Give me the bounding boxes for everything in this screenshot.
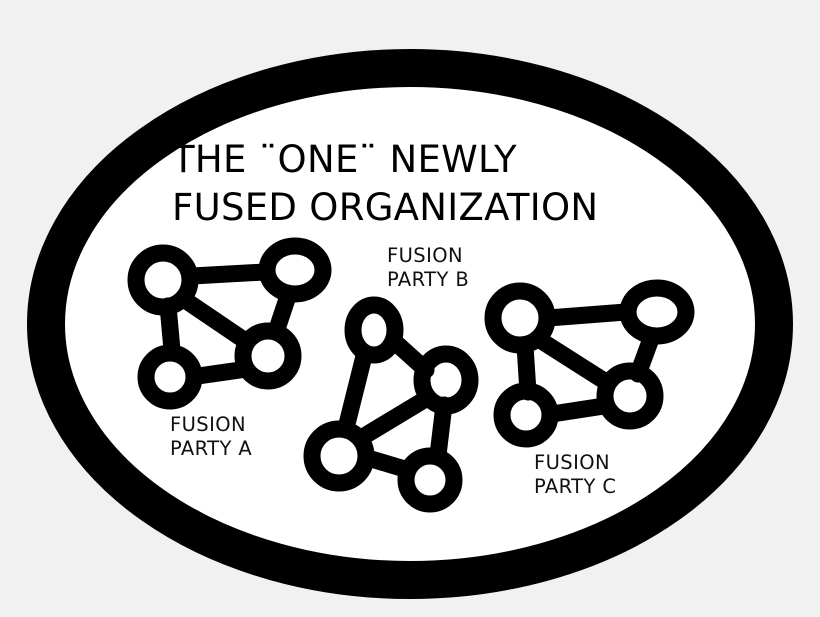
party-b-edge: [337, 347, 373, 437]
party-a-edge: [176, 291, 253, 349]
party-b-label: FUSION PARTY B: [387, 244, 469, 292]
party-c-node: [484, 282, 556, 354]
title-line-1: THE ¨ONE¨ NEWLY: [172, 138, 517, 181]
party-c-label-line-2: PARTY C: [534, 475, 617, 498]
party-c-label: FUSION PARTY C: [534, 451, 616, 499]
party-c-label-line-1: FUSION: [534, 451, 610, 474]
party-a-edge: [183, 263, 274, 285]
organization-oval: [27, 49, 793, 599]
party-b-network: [303, 296, 479, 513]
party-a-node: [258, 237, 332, 303]
party-a-network: [127, 237, 332, 410]
party-c-node: [619, 279, 695, 345]
party-b-node: [344, 296, 404, 364]
party-c-edge: [539, 303, 635, 327]
party-c-edge: [543, 397, 613, 423]
party-c-node: [596, 362, 664, 430]
party-a-label: FUSION PARTY A: [170, 413, 252, 461]
title-line-2: FUSED ORGANIZATION: [172, 186, 599, 229]
party-a-node: [234, 322, 302, 390]
party-a-node: [137, 344, 203, 410]
party-b-label-line-1: FUSION: [387, 244, 463, 267]
party-a-edge: [189, 361, 249, 385]
party-b-node: [303, 420, 375, 492]
party-b-label-line-2: PARTY B: [387, 268, 470, 291]
party-b-edge: [357, 391, 433, 444]
party-a-label-line-2: PARTY A: [170, 437, 253, 460]
party-a-node: [127, 244, 199, 316]
party-c-edge: [531, 331, 615, 391]
party-a-label-line-1: FUSION: [170, 413, 246, 436]
party-c-node: [493, 382, 559, 448]
party-c-network: [484, 279, 695, 448]
party-b-node: [413, 345, 479, 415]
diagram-title: THE ¨ONE¨ NEWLY FUSED ORGANIZATION: [172, 136, 598, 232]
party-b-node: [397, 447, 463, 513]
